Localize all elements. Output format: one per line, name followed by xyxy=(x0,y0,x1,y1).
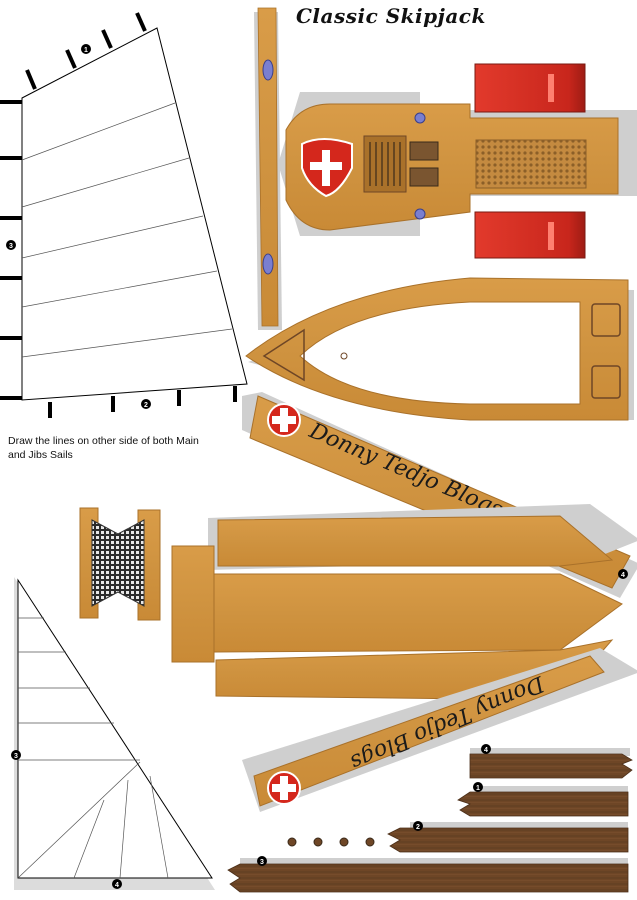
emblem-cross-icon xyxy=(267,403,301,437)
svg-text:3: 3 xyxy=(14,753,18,760)
small-pegs xyxy=(287,837,375,847)
porthole-icon xyxy=(414,208,426,220)
red-panel-bottom xyxy=(474,211,586,259)
part-marker: 4 xyxy=(112,879,122,889)
svg-text:1: 1 xyxy=(476,785,480,792)
svg-text:4: 4 xyxy=(115,882,119,889)
emblem-cross-icon xyxy=(267,771,301,805)
emblem-cross-icon xyxy=(301,138,353,198)
transom-piece xyxy=(79,507,161,621)
svg-text:2: 2 xyxy=(416,824,420,831)
hull-bottom xyxy=(245,277,634,421)
part-marker: 4 xyxy=(481,744,491,754)
porthole-icon xyxy=(414,112,426,124)
spar-1: 1 xyxy=(457,782,629,817)
porthole-icon xyxy=(262,253,274,275)
svg-text:4: 4 xyxy=(484,747,488,754)
porthole-icon xyxy=(262,59,274,81)
sheet-title: Classic Skipjack xyxy=(296,4,486,28)
svg-text:1: 1 xyxy=(84,47,88,54)
spar-4: 4 xyxy=(469,744,633,779)
spar-3: 3 xyxy=(227,856,629,893)
instruction-text: Draw the lines on other side of both Mai… xyxy=(8,435,199,461)
spar-2: 2 xyxy=(387,821,629,853)
svg-text:2: 2 xyxy=(144,402,148,409)
svg-text:3: 3 xyxy=(9,243,13,250)
part-marker: 2 xyxy=(413,821,423,831)
svg-text:4: 4 xyxy=(621,572,625,579)
mesh-grille-icon xyxy=(91,519,145,607)
cabin-deck xyxy=(278,63,637,259)
svg-text:3: 3 xyxy=(260,859,264,866)
boom-piece xyxy=(254,7,282,330)
main-sail: 1 3 2 xyxy=(0,12,248,418)
part-marker: 1 xyxy=(473,782,483,792)
part-marker: 2 xyxy=(141,399,151,409)
hull-sides xyxy=(171,504,637,701)
red-panel-top xyxy=(474,63,586,113)
part-marker: 3 xyxy=(257,856,267,866)
part-marker: 3 xyxy=(11,750,21,760)
part-marker: 3 xyxy=(6,240,16,250)
jib-sail: 3 4 xyxy=(11,577,215,890)
woven-hatch xyxy=(475,139,587,189)
part-marker: 4 xyxy=(618,569,628,579)
part-marker: 1 xyxy=(81,44,91,54)
